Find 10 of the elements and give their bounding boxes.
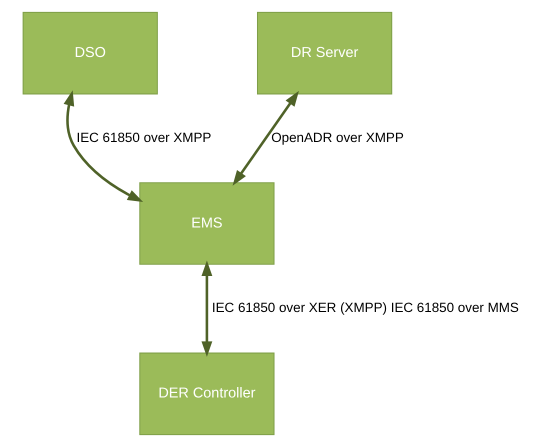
node-box: EMS [139,182,275,265]
edge-label: OpenADR over XMPP [271,130,404,145]
node-box: DSO [22,12,158,94]
edge-label: IEC 61850 over XMPP [76,130,212,145]
edge-label: IEC 61850 over XER (XMPP) IEC 61850 over MMS [212,300,519,316]
arrow [64,90,144,202]
node-box: DR Server [256,12,392,94]
arrow [201,260,212,357]
arrow [232,90,299,186]
node-box: DER Controller [139,352,275,436]
